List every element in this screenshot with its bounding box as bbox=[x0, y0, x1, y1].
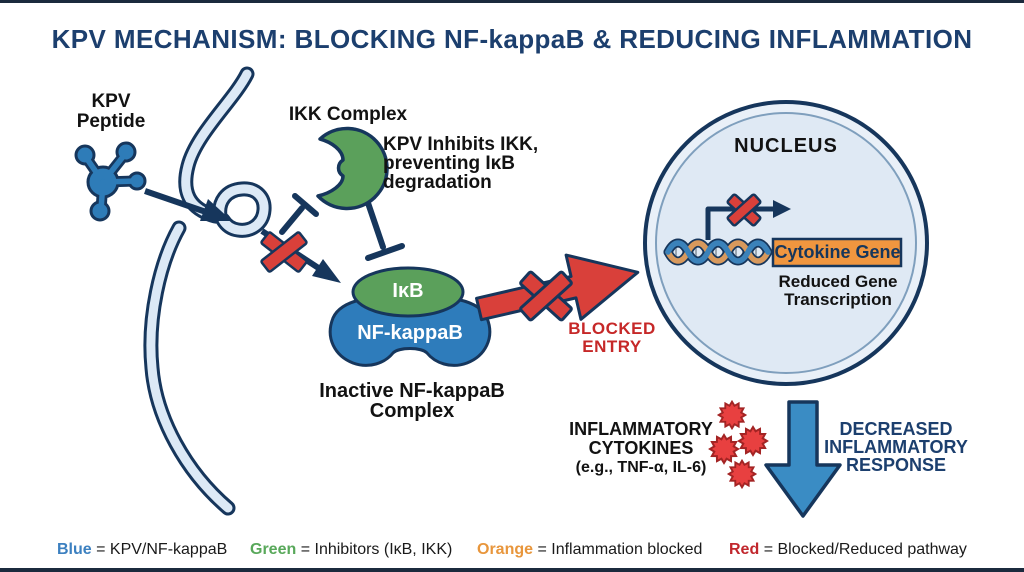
cytokine-burst-icon bbox=[738, 426, 768, 456]
bottom-border bbox=[0, 568, 1024, 572]
ikk-to-ikb-tbar bbox=[364, 197, 405, 261]
response-line1: DECREASED bbox=[839, 419, 953, 439]
decreased-response-label: DECREASED INFLAMMATORY RESPONSE bbox=[798, 420, 994, 474]
ikk-complex-label: IKK Complex bbox=[288, 104, 408, 125]
reduced-transcription-label: Reduced Gene Transcription bbox=[755, 273, 921, 309]
legend-key-orange: Orange bbox=[477, 541, 534, 558]
cytokines-line3: (e.g., TNF-α, IL-6) bbox=[575, 459, 707, 476]
cytokines-line2: CYTOKINES bbox=[588, 438, 694, 458]
top-border bbox=[0, 0, 1024, 3]
kpv-inhibits-ikk-tbar bbox=[279, 193, 319, 235]
inactive-complex-line1: Inactive NF-kappaB bbox=[319, 380, 505, 402]
legend-text-red: = Blocked/Reduced pathway bbox=[763, 541, 967, 558]
inactive-complex-label: Inactive NF-kappaB Complex bbox=[308, 381, 516, 421]
reduced-transcription-line2: Transcription bbox=[784, 290, 892, 309]
cell-membrane bbox=[143, 66, 272, 516]
kpv-entry-arrow bbox=[144, 188, 232, 221]
ikk-note-line3: degradation bbox=[383, 172, 492, 193]
ikk-complex-shape bbox=[316, 126, 389, 211]
nfkb-label: NF-kappaB bbox=[357, 322, 463, 344]
diagram-title: KPV MECHANISM: BLOCKING NF-kappaB & REDU… bbox=[51, 24, 973, 54]
dna-helix-icon bbox=[663, 238, 773, 266]
blocked-entry-label: BLOCKED ENTRY bbox=[553, 320, 671, 356]
ikb-shape bbox=[351, 266, 465, 318]
membrane-blocked-x-icon bbox=[260, 231, 308, 273]
legend-text-orange: = Inflammation blocked bbox=[537, 541, 703, 558]
ikk-note-line2: preventing IκB bbox=[383, 153, 515, 174]
kpv-inhibits-ikk-note: KPV Inhibits IKK, preventing IκB degrada… bbox=[383, 135, 553, 192]
transcription-blocked-x-icon bbox=[726, 193, 762, 227]
cytokine-gene-box bbox=[771, 237, 903, 268]
blocked-entry-x-icon bbox=[519, 270, 573, 322]
legend-key-green: Green bbox=[250, 541, 297, 558]
legend-text-blue: = KPV/NF-kappaB bbox=[96, 541, 228, 558]
kpv-molecule-icon bbox=[74, 141, 147, 222]
legend-key-blue: Blue bbox=[57, 541, 92, 558]
kpv-peptide-label: KPV Peptide bbox=[58, 92, 164, 132]
reduced-transcription-line1: Reduced Gene bbox=[778, 272, 898, 291]
decreased-response-arrow bbox=[764, 400, 842, 518]
legend-item-red: Red = Blocked/Reduced pathway bbox=[729, 541, 967, 559]
kpv-peptide-label-line1: KPV bbox=[91, 91, 131, 112]
legend-text-green: = Inhibitors (IκB, IKK) bbox=[300, 541, 453, 558]
ikb-label: IκB bbox=[392, 280, 424, 302]
nucleus-label: NUCLEUS bbox=[734, 135, 838, 157]
cytokine-gene-label: Cytokine Gene bbox=[774, 242, 901, 262]
cytokines-line1: INFLAMMATORY bbox=[569, 419, 713, 439]
inactive-complex-line2: Complex bbox=[369, 400, 455, 422]
blocked-entry-line2: ENTRY bbox=[582, 337, 642, 356]
response-line3: RESPONSE bbox=[845, 455, 947, 475]
kpv-peptide-label-line2: Peptide bbox=[76, 111, 146, 132]
legend-key-red: Red bbox=[729, 541, 760, 558]
blocked-entry-line1: BLOCKED bbox=[568, 319, 656, 338]
inflammatory-cytokines-label: INFLAMMATORY CYTOKINES (e.g., TNF-α, IL-… bbox=[545, 420, 737, 477]
legend-item-orange: Orange = Inflammation blocked bbox=[477, 541, 702, 559]
ikk-note-line1: KPV Inhibits IKK, bbox=[383, 134, 539, 155]
legend-item-green: Green = Inhibitors (IκB, IKK) bbox=[250, 541, 452, 559]
response-line2: INFLAMMATORY bbox=[824, 437, 968, 457]
legend-item-blue: Blue = KPV/NF-kappaB bbox=[57, 541, 227, 559]
